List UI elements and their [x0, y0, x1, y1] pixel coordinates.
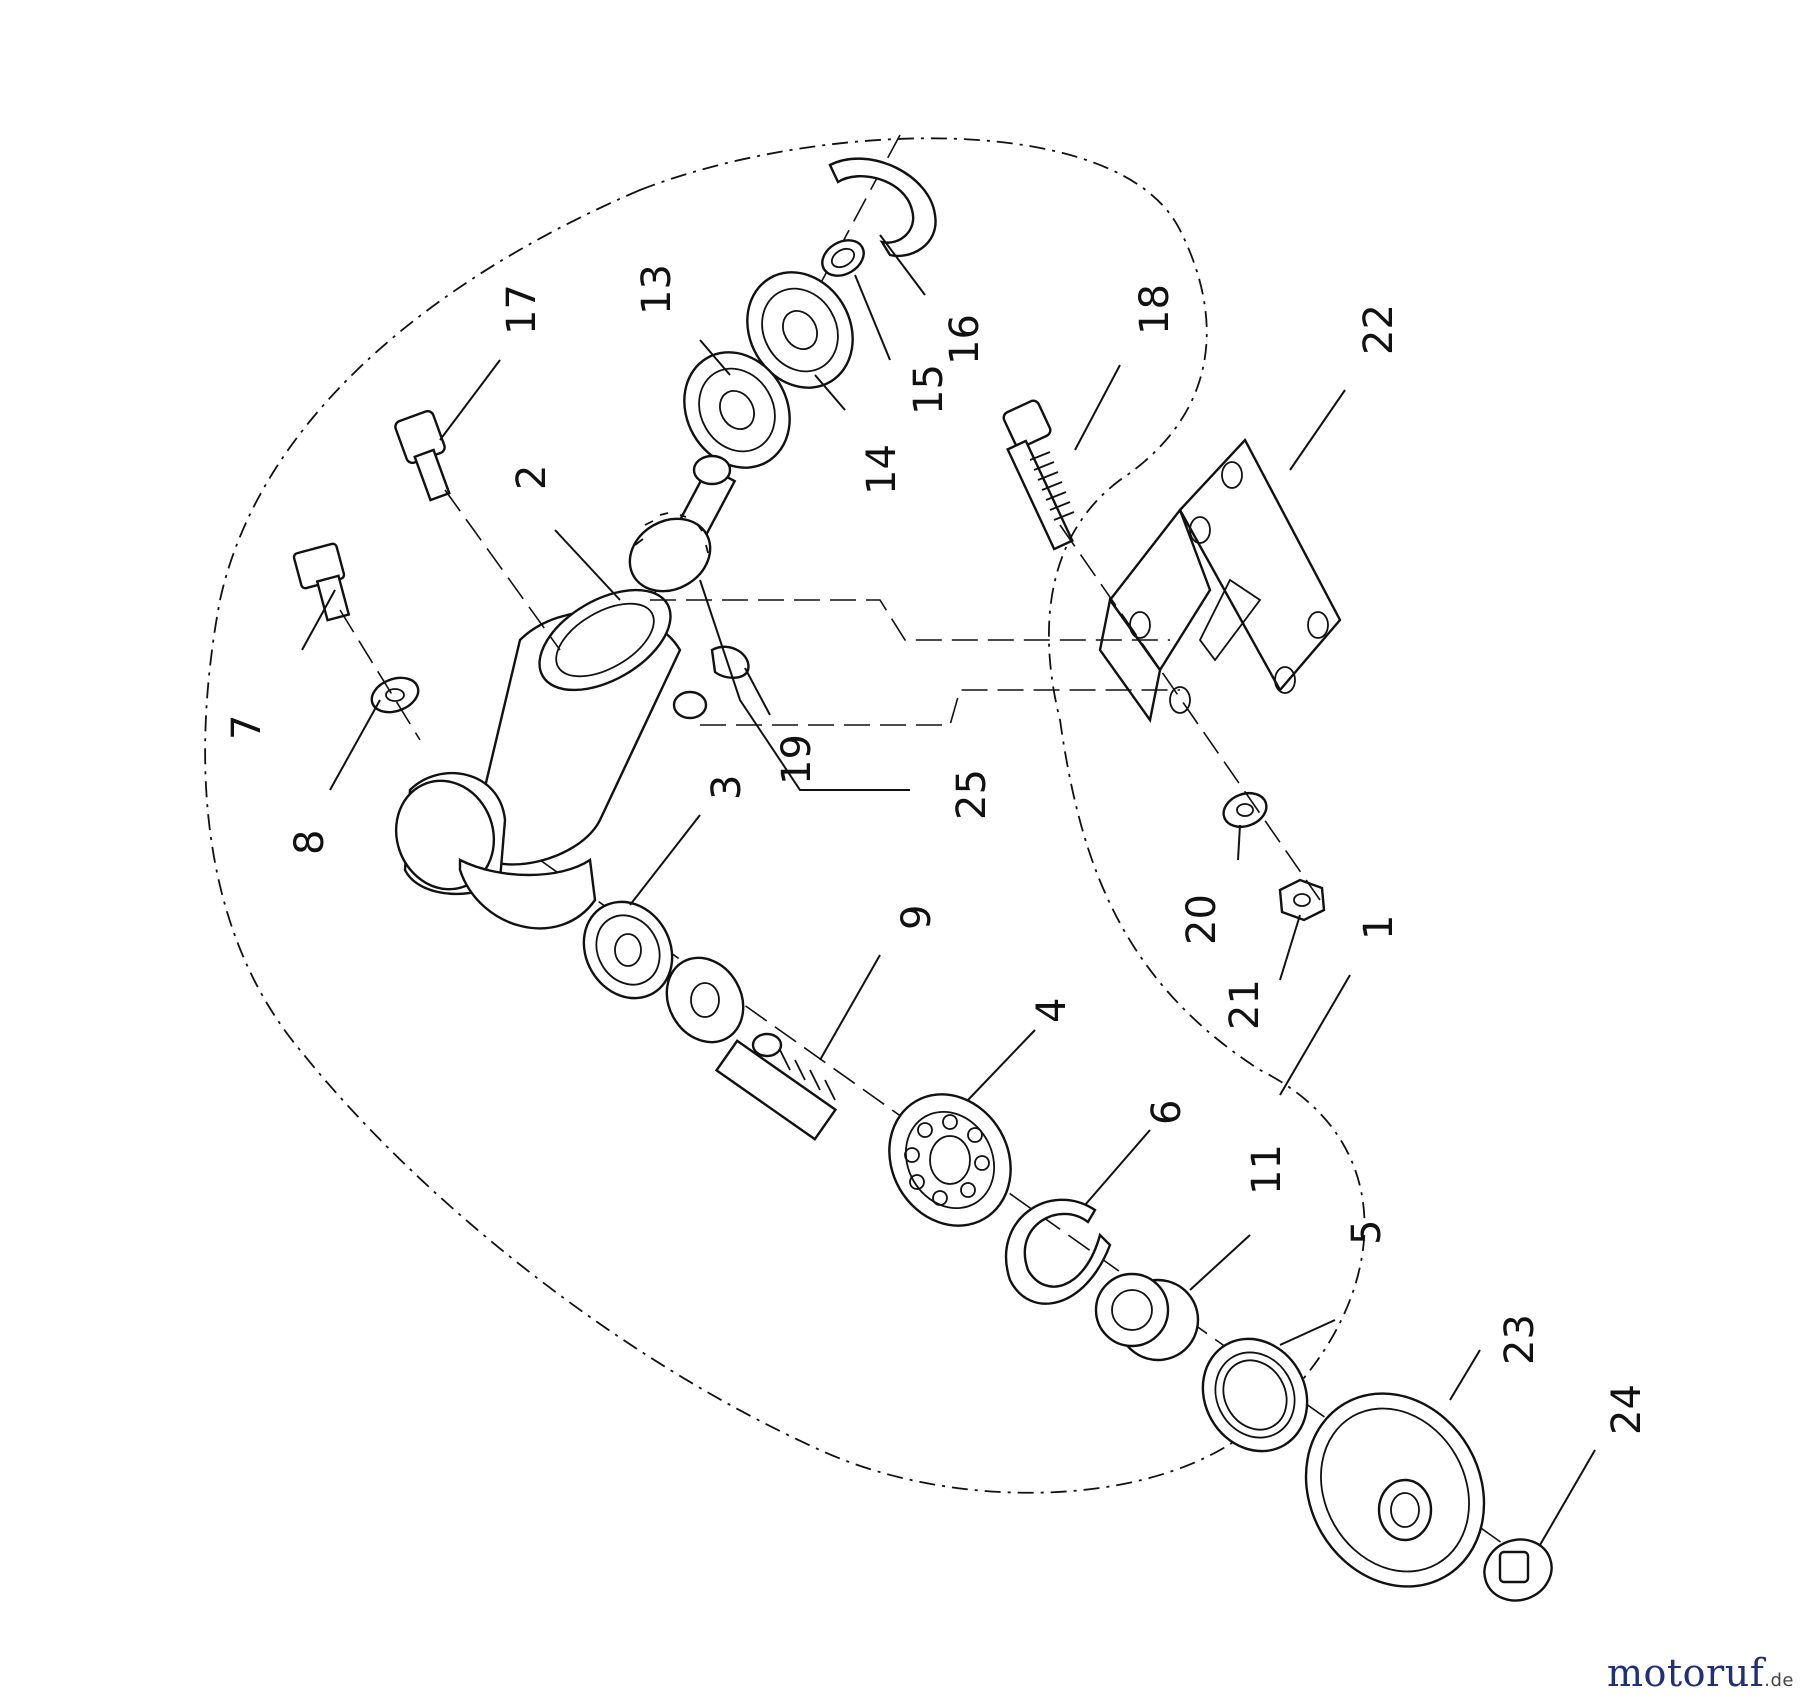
- washer-20-hole: [1236, 803, 1254, 817]
- washer-8: [370, 676, 420, 714]
- circlip-top: [828, 157, 937, 258]
- callout-21: 21: [1222, 979, 1268, 1030]
- brand-suffix: .de: [1764, 1670, 1794, 1691]
- hex-nut: [1278, 878, 1326, 922]
- splined-shaft: [714, 1032, 838, 1141]
- mounting-bracket: [1098, 437, 1342, 723]
- callout-11: 11: [1244, 1144, 1290, 1195]
- callout-19: 19: [774, 734, 820, 785]
- callout-13: 13: [634, 264, 680, 315]
- callout-5: 5: [1344, 1220, 1390, 1245]
- retaining-lug: [710, 645, 750, 679]
- callout-14: 14: [859, 444, 905, 495]
- snap-ring: [1004, 1198, 1112, 1305]
- bracket-link-lower: [700, 689, 1180, 726]
- leader-lines: [301, 234, 1596, 1546]
- oil-seal: [1201, 1337, 1309, 1453]
- callout-labels: 1 2 3 4 5 6 7 8 9 11 13 14 15 16 17 18 1…: [224, 264, 1650, 1435]
- callout-8: 8: [287, 830, 333, 855]
- end-nut: [1498, 1550, 1530, 1584]
- washer-8-hole: [385, 688, 405, 702]
- ball-bearing: [888, 1093, 1012, 1227]
- callout-23: 23: [1497, 1314, 1543, 1365]
- callout-3: 3: [704, 775, 750, 800]
- callout-15: 15: [906, 364, 952, 415]
- callout-6: 6: [1144, 1100, 1190, 1125]
- bolt-long: [1002, 399, 1075, 551]
- callout-20: 20: [1179, 894, 1225, 945]
- bearing-3: [582, 900, 674, 1000]
- spacer-sleeve: [1094, 1272, 1200, 1362]
- callout-17: 17: [499, 284, 545, 335]
- bolt-axis-7: [339, 609, 421, 741]
- brand-logo: motoruf.de: [1607, 1651, 1794, 1695]
- upper-bearing-inner: [683, 351, 791, 469]
- callout-25: 25: [949, 769, 995, 820]
- end-cover: [1304, 1392, 1486, 1588]
- callout-7: 7: [224, 715, 270, 740]
- callout-16: 16: [942, 314, 988, 365]
- callout-9: 9: [894, 905, 940, 930]
- small-washer-hole: [830, 247, 856, 269]
- bevel-gear-shaft: [628, 454, 737, 593]
- callout-1: 1: [1356, 915, 1402, 940]
- brand-name: motoruf: [1607, 1651, 1765, 1695]
- assembly-boundary: [204, 137, 1366, 1494]
- bolt-upper: [394, 409, 451, 502]
- bolt-axis-18: [1059, 524, 1321, 901]
- gear-housing: [394, 588, 708, 930]
- callout-18: 18: [1132, 284, 1178, 335]
- callout-4: 4: [1029, 998, 1075, 1023]
- callout-22: 22: [1356, 304, 1402, 355]
- washer-20: [1222, 791, 1268, 829]
- callout-2: 2: [509, 465, 555, 490]
- callout-24: 24: [1604, 1384, 1650, 1435]
- small-washer: [821, 239, 865, 277]
- pinion-gear: [665, 956, 745, 1044]
- bracket-link-upper: [650, 599, 1170, 641]
- hex-nut-hole: [1293, 893, 1311, 907]
- bolt-axis-17: [444, 489, 561, 651]
- bolt-hex: [292, 542, 351, 622]
- upper-bearing-outer: [746, 271, 854, 389]
